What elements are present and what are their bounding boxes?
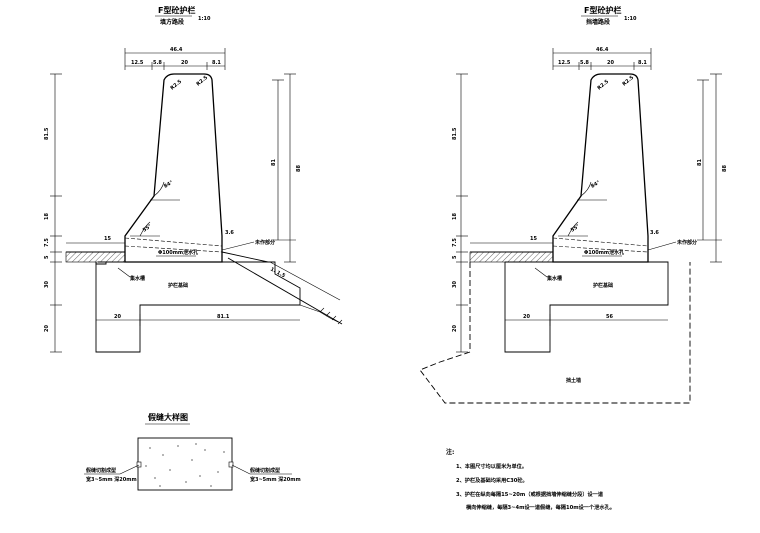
left-slope: 1: 1.5 [269, 266, 286, 279]
right-angle-bottom: 55° [570, 223, 582, 234]
left-section: F型砼护栏 填方路段 1:10 46.4 12.5 5.8 20 8.1 R2.… [44, 5, 343, 353]
left-dim-v1: 81.5 [44, 127, 50, 140]
left-dim-right-outer: 88 [296, 165, 302, 172]
left-angle-top: 84° [163, 180, 175, 190]
right-foundation [504, 261, 669, 353]
note-2: 2、护栏及基础均采用C30砼。 [456, 476, 528, 484]
right-dim-v1: 81.5 [452, 127, 458, 140]
right-radius-1: R2.5 [596, 78, 610, 91]
right-label-gutter: 集水槽 [546, 275, 562, 282]
left-dim-v6: 20 [44, 325, 50, 332]
right-barrier-profile [552, 73, 649, 263]
left-label-base: 护栏基础 [168, 282, 188, 289]
right-label-wall: 挡土墙 [565, 377, 581, 384]
left-radius-1: R2.5 [169, 78, 183, 91]
right-dim-15: 15 [530, 236, 537, 242]
note-1: 1、本图尺寸均以厘米为单位。 [456, 462, 527, 470]
right-scale: 1:10 [624, 16, 637, 22]
right-dim-36: 3.6 [650, 230, 659, 236]
detail-slab [137, 437, 233, 491]
right-dim-a: 12.5 [558, 60, 571, 66]
notes-heading: 注: [446, 448, 454, 456]
false-joint-detail: 假缝大样图 假缝切割成型 宽3~5mm 深20mm 假缝切割成型 宽3~5mm … [84, 412, 301, 491]
right-dim-b: 5.8 [580, 60, 589, 66]
right-dim-d: 8.1 [638, 60, 647, 66]
detail-label-right-2: 宽3~5mm 深20mm [249, 476, 301, 483]
notes: 注: 1、本图尺寸均以厘米为单位。 2、护栏及基础均采用C30砼。 3、护栏在纵… [446, 448, 615, 511]
note-3: 3、护栏在纵向每隔15~20m（或根据挡墙伸缩缝分段）设一道 [456, 490, 604, 498]
left-dim-15: 15 [104, 236, 111, 242]
right-dim-v5: 30 [452, 281, 458, 288]
left-label-part: 未作部分 [254, 239, 275, 246]
right-title: F型砼护栏 [584, 5, 621, 15]
left-dim-a: 12.5 [131, 60, 144, 66]
left-title: F型砼护栏 [158, 5, 195, 15]
left-label-gutter: 集水槽 [129, 275, 145, 282]
right-radius-2: R2.5 [621, 74, 635, 87]
left-barrier-profile [124, 73, 223, 263]
right-dim-bottom-left: 20 [523, 314, 530, 320]
left-radius-2: R2.5 [195, 74, 209, 87]
right-retaining-wall [419, 262, 691, 404]
left-dim-right-inner: 81 [271, 159, 277, 166]
right-dim-right-inner: 81 [697, 159, 703, 166]
right-dim-v6: 20 [452, 325, 458, 332]
left-dim-total: 46.4 [170, 47, 183, 53]
right-dim-v2: 18 [452, 213, 458, 220]
left-dim-d: 8.1 [212, 60, 221, 66]
right-angle-top: 84° [590, 180, 602, 190]
right-dim-v4: 5 [452, 255, 458, 259]
left-dim-v2: 18 [44, 213, 50, 220]
left-dim-c: 20 [181, 60, 188, 66]
right-dim-v3: 7.5 [452, 238, 458, 247]
detail-label-left-1: 假缝切割成型 [86, 467, 116, 474]
right-label-part: 未作部分 [676, 239, 697, 246]
left-dim-bottom-left: 20 [114, 314, 121, 320]
left-angle-bottom: 55° [142, 223, 154, 234]
detail-label-left-2: 宽3~5mm 深20mm [85, 476, 137, 483]
detail-title: 假缝大样图 [148, 412, 188, 422]
left-scale: 1:10 [198, 16, 211, 22]
right-dim-c: 20 [607, 60, 614, 66]
right-subtitle: 挡墙路段 [586, 18, 610, 26]
left-dim-v5: 30 [44, 281, 50, 288]
right-section: F型砼护栏 挡墙路段 1:10 46.4 12.5 5.8 20 8.1 R2.… [419, 5, 728, 404]
left-dim-v4: 5 [44, 255, 50, 259]
right-label-drain-hole: Φ100mm泄水孔 [584, 249, 624, 256]
right-dim-total: 46.4 [596, 47, 609, 53]
right-label-base: 护栏基础 [593, 282, 613, 289]
left-label-drain-hole: Φ100mm泄水孔 [158, 249, 198, 256]
right-dim-bottom-right: 56 [606, 314, 613, 320]
left-dim-b: 5.8 [153, 60, 162, 66]
left-dim-v3: 7.5 [44, 238, 50, 247]
left-foundation [95, 261, 301, 353]
note-4: 横向伸缩缝，每隔3~4m设一道假缝，每隔10m设一个泄水孔。 [466, 503, 615, 511]
left-dim-36: 3.6 [225, 230, 234, 236]
detail-label-right-1: 假缝切割成型 [250, 467, 280, 474]
left-dim-bottom-right: 81.1 [217, 314, 230, 320]
left-subtitle: 填方路段 [160, 18, 184, 26]
right-dim-right-outer: 88 [722, 165, 728, 172]
